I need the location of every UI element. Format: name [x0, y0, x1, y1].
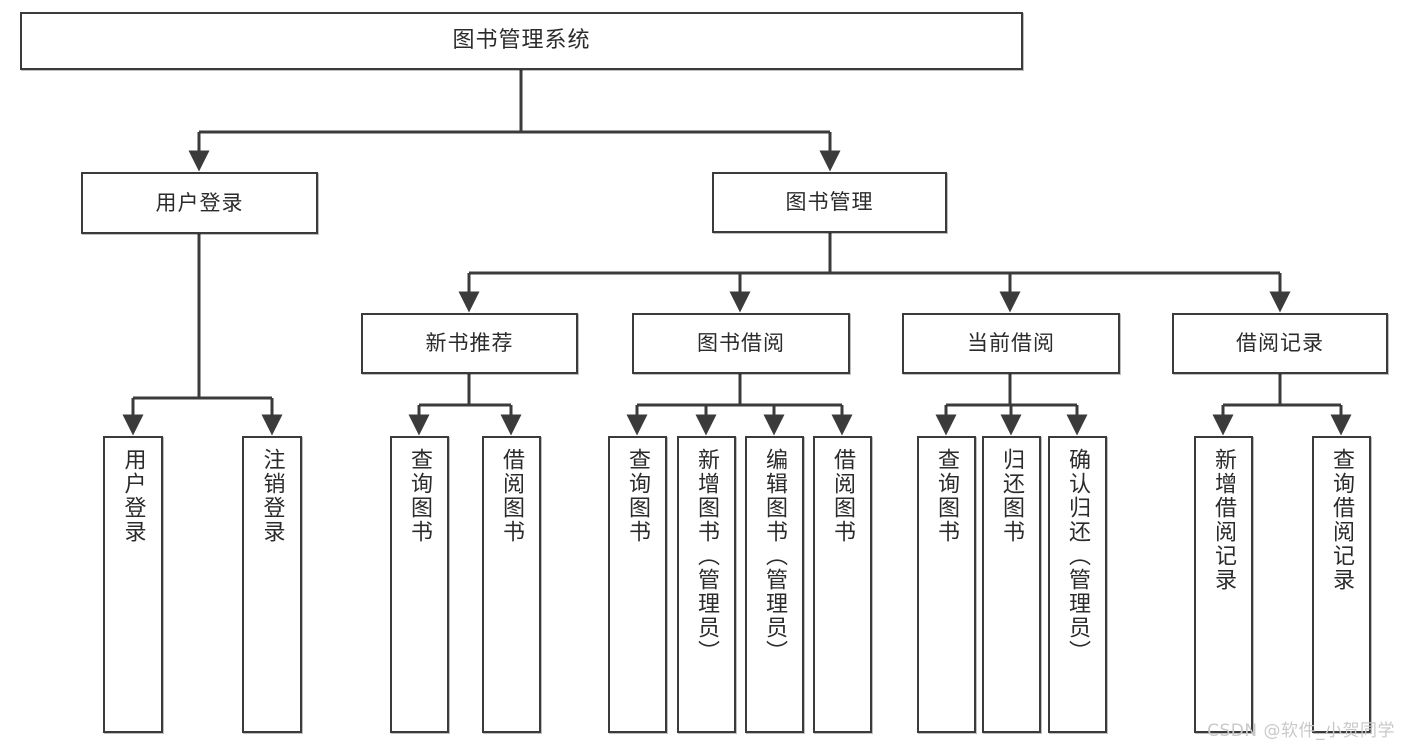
leaf-current-return-book[interactable]: 归还图书	[982, 436, 1041, 733]
node-label: 用户登录	[120, 448, 146, 544]
node-label: 查询借阅记录	[1329, 448, 1355, 592]
node-label: 新增借阅记录	[1211, 448, 1237, 592]
node-borrow-records[interactable]: 借阅记录	[1172, 313, 1388, 374]
node-user-login[interactable]: 用户登录	[81, 172, 318, 234]
node-label: 用户登录	[155, 190, 244, 215]
node-label: 图书借阅	[697, 331, 785, 356]
leaf-borrow-borrow-book[interactable]: 借阅图书	[813, 436, 872, 733]
node-label: 编辑图书（管理员）	[762, 448, 788, 664]
leaf-newbook-query-book[interactable]: 查询图书	[390, 436, 449, 733]
node-root-system[interactable]: 图书管理系统	[20, 12, 1023, 70]
node-label: 借阅记录	[1236, 331, 1324, 356]
node-label: 图书管理系统	[452, 28, 591, 54]
node-label: 借阅图书	[830, 448, 856, 544]
node-label: 查询图书	[625, 448, 651, 544]
leaf-newbook-borrow-book[interactable]: 借阅图书	[482, 436, 541, 733]
leaf-records-query-record[interactable]: 查询借阅记录	[1312, 436, 1371, 733]
leaf-borrow-query-book[interactable]: 查询图书	[608, 436, 667, 733]
node-new-book-recommend[interactable]: 新书推荐	[361, 313, 578, 374]
node-current-borrow[interactable]: 当前借阅	[902, 313, 1120, 374]
node-label: 归还图书	[999, 448, 1025, 544]
node-book-management[interactable]: 图书管理	[712, 172, 947, 233]
watermark: CSDN @软件_小贺同学	[1207, 721, 1395, 741]
node-label: 注销登录	[259, 448, 285, 544]
node-label: 查询图书	[934, 448, 960, 544]
leaf-records-add-record[interactable]: 新增借阅记录	[1194, 436, 1253, 733]
leaf-borrow-add-book-admin[interactable]: 新增图书（管理员）	[677, 436, 736, 733]
leaf-current-confirm-return-admin[interactable]: 确认归还（管理员）	[1048, 436, 1107, 733]
leaf-current-query-book[interactable]: 查询图书	[917, 436, 976, 733]
node-label: 新增图书（管理员）	[694, 448, 720, 664]
node-label: 当前借阅	[967, 331, 1055, 356]
leaf-borrow-edit-book-admin[interactable]: 编辑图书（管理员）	[745, 436, 804, 733]
node-label: 查询图书	[407, 448, 433, 544]
leaf-user-logout[interactable]: 注销登录	[242, 436, 302, 733]
node-label: 图书管理	[785, 190, 874, 215]
node-label: 借阅图书	[499, 448, 525, 544]
leaf-user-login[interactable]: 用户登录	[103, 436, 163, 733]
node-label: 确认归还（管理员）	[1065, 448, 1091, 664]
node-book-borrow[interactable]: 图书借阅	[632, 313, 850, 374]
node-label: 新书推荐	[425, 331, 514, 356]
